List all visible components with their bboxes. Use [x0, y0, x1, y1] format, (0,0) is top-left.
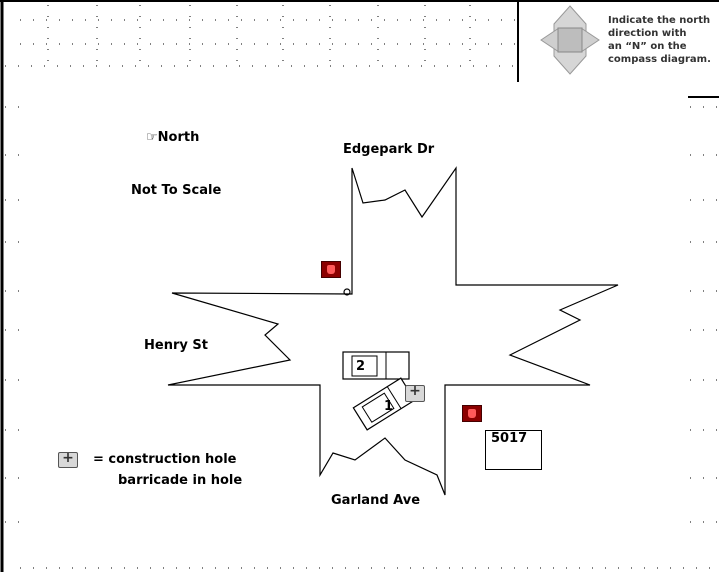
compass-instruction-line2: direction with	[608, 28, 687, 39]
construction-hole-icon	[405, 383, 425, 402]
intersection-outline	[167, 166, 619, 496]
grid-dots-vertical	[47, 5, 471, 62]
compass-instruction-line3: an “N” on the	[608, 41, 687, 52]
legend-line2: barricade in hole	[118, 473, 243, 488]
compass-instruction-line1: Indicate the north	[608, 15, 711, 26]
compass-instruction: Indicate the north direction with an “N”…	[608, 14, 716, 66]
corner-marker	[343, 288, 351, 296]
stop-sign-icon	[462, 405, 482, 422]
vehicle-2-label: 2	[356, 359, 366, 374]
address-label: 5017	[491, 431, 528, 446]
compass-instruction-line4: compass diagram.	[608, 54, 711, 65]
vehicle-2	[342, 351, 410, 380]
building-address-box: 5017	[485, 430, 542, 470]
scale-label: Not To Scale	[131, 183, 222, 198]
north-label: ☞North	[146, 130, 200, 145]
compass-panel	[517, 2, 719, 82]
street-label-left: Henry St	[144, 338, 208, 353]
street-label-bottom: Garland Ave	[331, 493, 421, 508]
stop-sign-icon	[321, 261, 341, 278]
street-label-top: Edgepark Dr	[343, 142, 435, 157]
vehicle-1-label: 1	[384, 399, 394, 414]
grid-dots	[5, 19, 719, 569]
compass-icon[interactable]	[537, 2, 617, 80]
legend-line1: = construction hole	[93, 452, 237, 467]
legend-hole-icon	[58, 450, 78, 468]
